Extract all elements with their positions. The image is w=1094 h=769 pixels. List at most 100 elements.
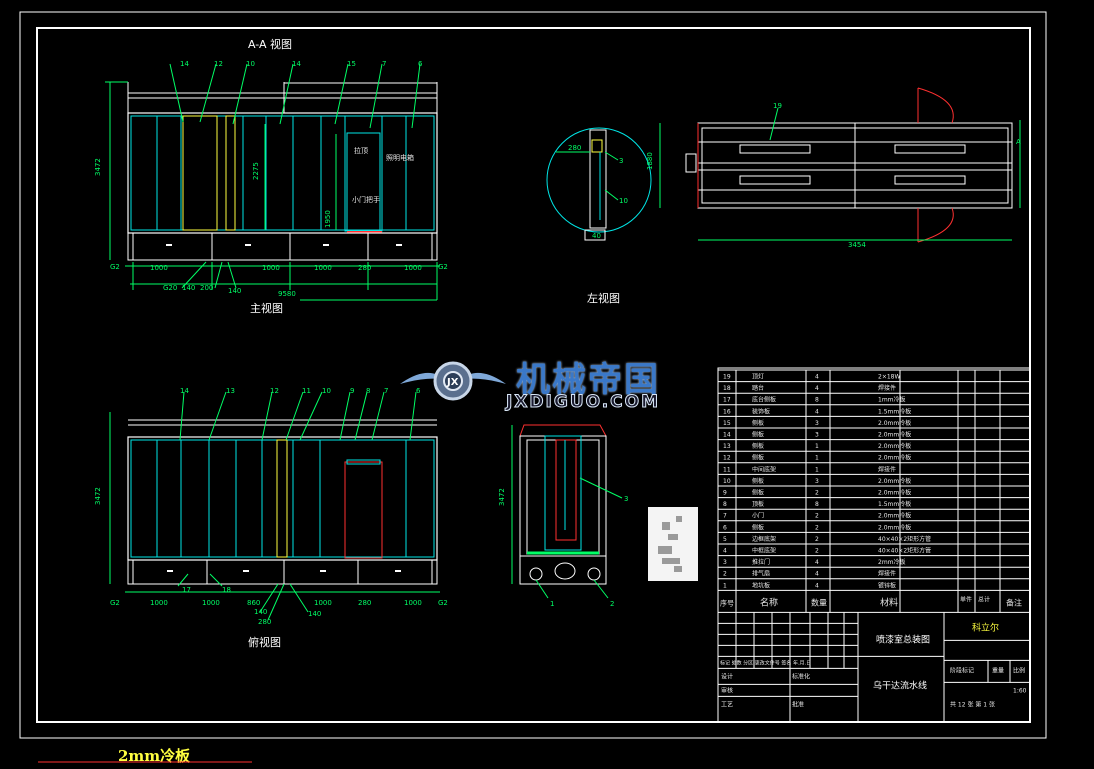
bom-cell-material: 2.0mm冷板 [878, 419, 911, 427]
front-part-4: 14 [292, 60, 301, 68]
bom-cell-no: 18 [723, 385, 731, 392]
bom-cell-qty: 1 [815, 443, 819, 450]
scale-label: 比例 [1013, 666, 1025, 674]
watermark-subtitle: JXDIGUO.COM [505, 392, 661, 413]
bom-cell-no: 9 [723, 490, 727, 497]
bom-header-name: 名称 [760, 596, 778, 608]
bom-cell-no: 10 [723, 478, 731, 485]
top-bottom-dim-2: 1000 [202, 599, 220, 607]
bom-cell-qty: 8 [815, 397, 819, 404]
bom-cell-qty: 4 [815, 582, 819, 589]
bom-cell-qty: 3 [815, 432, 819, 439]
top-base-dim-right: G2 [438, 599, 448, 607]
bom-cell-qty: 2 [815, 536, 819, 543]
bom-cell-name: 侧板 [752, 419, 764, 427]
front-bottom-dim-1: 1000 [150, 264, 168, 272]
plan-part: 19 [773, 102, 782, 110]
bom-cell-qty: 3 [815, 420, 819, 427]
svg-text:JX: JX [446, 377, 459, 388]
bom-cell-material: 40×40×2矩形方管 [878, 547, 931, 555]
left-view: 280 40 3 10 左视图 [546, 127, 652, 305]
sheet-outer-border [19, 11, 1047, 739]
bom-cell-name: 中间底架 [752, 465, 776, 473]
top-part-5: 10 [322, 387, 331, 395]
bom-cell-name: 中框底架 [752, 547, 776, 555]
bom-cell-material: 2.0mm冷板 [878, 442, 911, 450]
front-part-3: 10 [246, 60, 255, 68]
bom-cell-name: 侧板 [752, 442, 764, 450]
bom-cell-name: 边框底架 [752, 535, 776, 543]
bom-cell-name: 侧板 [752, 489, 764, 497]
bom-cell-name: 踏台 [752, 384, 764, 392]
front-small-dim-2: 140 [182, 284, 195, 292]
top-small-dim-1: 140 [254, 608, 267, 616]
bom-cell-name: 侧板 [752, 431, 764, 439]
bom-cell-no: 2 [723, 571, 727, 578]
bom-cell-qty: 4 [815, 408, 819, 415]
bom-cell-material: 2mm冷板 [878, 558, 906, 566]
section-view: 3472 3 1 2 [498, 424, 698, 608]
bom-cell-qty: 1 [815, 455, 819, 462]
section-part-2: 1 [550, 600, 554, 608]
front-small-dim-4: 140 [228, 287, 241, 295]
bom-cell-material: 焊接件 [878, 570, 896, 578]
bom-cell-name: 小门 [752, 512, 764, 520]
front-small-dim-3: 200 [200, 284, 213, 292]
bom-cell-material: 镀锌板 [878, 581, 896, 589]
top-small-dim-2: 280 [258, 618, 271, 626]
bom-header-weight-single: 单件 [960, 595, 972, 603]
bom-cell-qty: 4 [815, 559, 819, 566]
top-bottom-dim-6: 1000 [404, 599, 422, 607]
watermark-logo: JX 机械帝国 JXDIGUO.COM [398, 350, 698, 413]
bom-cell-qty: 4 [815, 374, 819, 381]
bom-cell-material: 1.5mm冷板 [878, 500, 911, 508]
bom-cell-qty: 2 [815, 524, 819, 531]
plan-height-dim: 1880 [646, 152, 654, 170]
drawing-title: 喷漆室总装图 [876, 633, 930, 645]
bom-cell-name: 侧板 [752, 523, 764, 531]
pixelated-image [648, 507, 698, 581]
bom-cell-qty: 3 [815, 478, 819, 485]
bom-cell-name: 侧板 [752, 454, 764, 462]
bom-cell-name: 推拉门 [752, 558, 770, 566]
bom-cell-no: 3 [723, 559, 727, 566]
project-name: 乌干达流水线 [873, 679, 927, 691]
top-part-1: 14 [180, 387, 189, 395]
bom-cell-material: 40×40×2矩形方管 [878, 535, 931, 543]
left-part-2: 10 [619, 197, 628, 205]
front-label-1: 拉顶 [354, 146, 368, 155]
front-inner-height-dim: 2275 [252, 162, 260, 180]
bom-cell-material: 2.0mm冷板 [878, 477, 911, 485]
plan-view: 1880 3454 19 A [646, 87, 1021, 249]
front-total-dim: 9580 [278, 290, 296, 298]
bom-cell-no: 1 [723, 582, 727, 589]
scale-value: 1:60 [1013, 687, 1027, 694]
front-bottom-dim-4: 280 [358, 264, 371, 272]
bom-cell-name: 排气扇 [752, 570, 770, 578]
bom-cell-no: 4 [723, 548, 727, 555]
left-view-title: 左视图 [587, 291, 620, 305]
bom-cell-name: 顶板 [752, 500, 764, 508]
top-part-2: 13 [226, 387, 235, 395]
checker-label: 审核 [721, 686, 733, 694]
bom-header-no: 序号 [720, 598, 734, 607]
bom-cell-no: 14 [723, 432, 731, 439]
bom-cell-qty: 2 [815, 513, 819, 520]
top-part-6: 9 [350, 387, 354, 395]
top-bottom-dim-4: 1000 [314, 599, 332, 607]
front-bottom-dim-5: 1000 [404, 264, 422, 272]
stage-label: 阶段标记 [950, 666, 974, 674]
bom-cell-qty: 2 [815, 490, 819, 497]
bom-cell-qty: 2 [815, 548, 819, 555]
bom-cell-material: 焊接件 [878, 384, 896, 392]
top-part-3: 12 [270, 387, 279, 395]
standard-label: 标准化 [792, 672, 810, 680]
front-label-2: 照明电箱 [386, 153, 414, 162]
bom-cell-qty: 1 [815, 466, 819, 473]
approve-label: 批准 [792, 700, 804, 708]
bom-header-qty: 数量 [811, 597, 827, 607]
bom-cell-no: 11 [723, 466, 731, 473]
front-part-2: 12 [214, 60, 223, 68]
bom-cell-name: 顶灯 [752, 373, 764, 381]
